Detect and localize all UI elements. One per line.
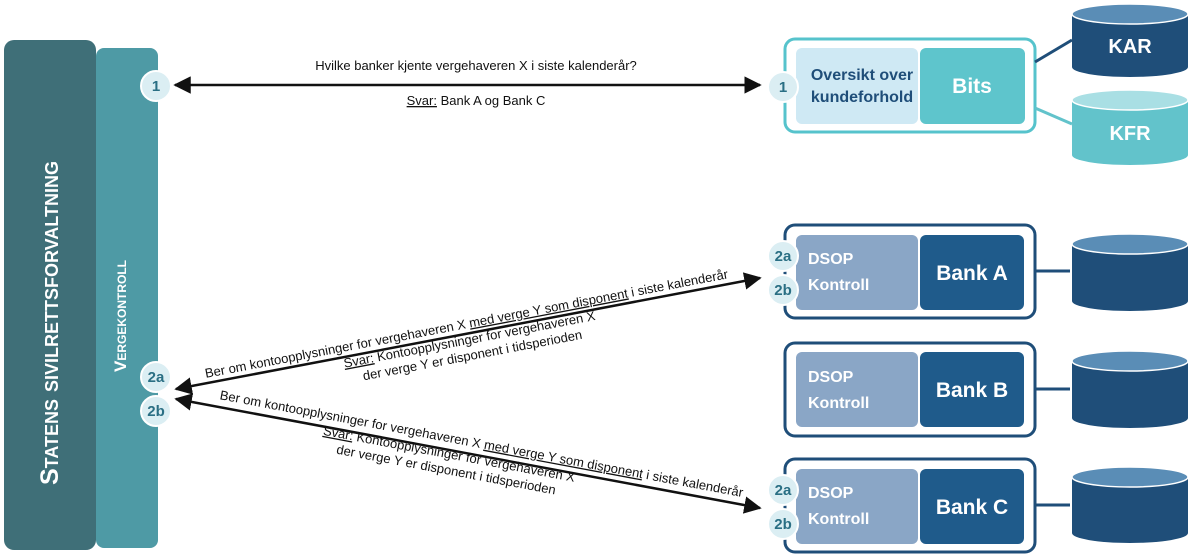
arrow-bank-a — [174, 272, 762, 395]
bank-b-name: Bank B — [936, 379, 1008, 402]
svg-text:2a: 2a — [775, 482, 792, 499]
bits-overview-2: kundeforhold — [811, 89, 913, 106]
svg-text:DSOP: DSOP — [808, 485, 854, 502]
left-badge-2b: 2b — [140, 395, 172, 427]
bits-badge: 1 — [779, 79, 787, 96]
bank-c-database — [1071, 466, 1189, 543]
bank-b-database — [1071, 350, 1189, 428]
bits-group: Oversikt over kundeforhold Bits 1 — [767, 37, 1037, 134]
bank-c-name: Bank C — [936, 496, 1008, 519]
statens-title: Statens sivilrettsforvaltning — [36, 161, 64, 485]
left-badge-2a: 2a — [140, 361, 172, 393]
left-badge-1: 1 — [140, 70, 172, 102]
svg-text:KFR: KFR — [1109, 123, 1151, 145]
svg-text:Kontroll: Kontroll — [808, 511, 869, 528]
vergekontroll-title: Vergekontroll — [111, 260, 130, 372]
bank-c-group: DSOP Kontroll Bank C 2a 2b — [767, 457, 1037, 554]
bank-a-group: DSOP Kontroll Bank A 2a 2b — [767, 223, 1037, 320]
statens-bar — [4, 40, 96, 550]
svg-text:DSOP: DSOP — [808, 369, 854, 386]
vergekontroll-bar — [96, 48, 158, 548]
answer-1: Svar: Bank A og Bank C — [407, 93, 546, 108]
svg-text:Kontroll: Kontroll — [808, 277, 869, 294]
bits-overview-1: Oversikt over — [811, 67, 913, 84]
svg-text:2a: 2a — [148, 369, 165, 386]
question-1: Hvilke banker kjente vergehaveren X i si… — [315, 58, 637, 73]
bank-a-name: Bank A — [936, 262, 1008, 285]
svg-text:2b: 2b — [774, 516, 792, 533]
svg-text:KAR: KAR — [1108, 36, 1152, 58]
svg-text:2a: 2a — [775, 248, 792, 265]
bank-b-group: DSOP Kontroll Bank B — [783, 341, 1037, 438]
kfr-database: KFR — [1071, 89, 1189, 165]
kar-database: KAR — [1071, 3, 1189, 77]
bits-name: Bits — [952, 75, 992, 98]
svg-text:Kontroll: Kontroll — [808, 395, 869, 412]
arrow-bank-c — [174, 393, 762, 514]
svg-text:2b: 2b — [147, 403, 165, 420]
bank-a-database — [1071, 233, 1189, 311]
svg-text:1: 1 — [152, 78, 160, 95]
svg-text:DSOP: DSOP — [808, 251, 854, 268]
svg-text:2b: 2b — [774, 282, 792, 299]
